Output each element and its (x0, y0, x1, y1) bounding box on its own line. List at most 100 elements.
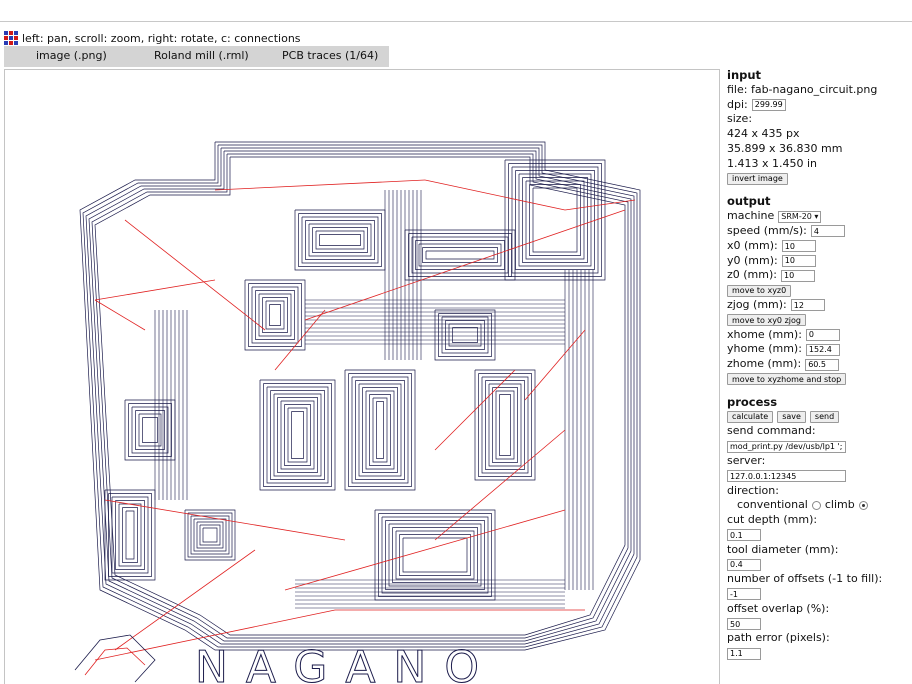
invert-image-button[interactable]: invert image (727, 172, 788, 185)
pad-offset (392, 527, 478, 583)
cut-depth-label: cut depth (mm): (727, 513, 818, 527)
pad-offset (124, 399, 176, 461)
pad-offset (495, 390, 515, 460)
offsets-input[interactable] (727, 588, 761, 601)
xhome-label: xhome (mm): (727, 327, 802, 341)
pad-offset (259, 379, 336, 491)
zjog-label: zjog (mm): (727, 297, 787, 311)
pad-offset (269, 304, 281, 326)
pad-offset (355, 380, 405, 480)
move-xy0-zjog-button[interactable]: move to xy0 zjog (727, 314, 806, 327)
pad-offset (277, 397, 318, 473)
send-button[interactable]: send (809, 410, 840, 423)
zjog-input[interactable] (790, 299, 825, 312)
save-button[interactable]: save (777, 410, 806, 423)
output-heading: output (727, 194, 771, 209)
board-outline-offset (82, 144, 638, 648)
connection-line (304, 209, 626, 321)
top-divider (0, 21, 912, 22)
climb-label: climb (824, 498, 855, 512)
board-outline-offset (94, 156, 626, 636)
pad-offset (104, 489, 156, 581)
xhome-input[interactable] (805, 328, 840, 341)
process-heading: process (727, 394, 778, 409)
cut-depth-input[interactable] (727, 529, 761, 542)
climb-radio[interactable] (858, 501, 868, 511)
connection-line (284, 509, 566, 591)
x0-input[interactable] (781, 240, 816, 253)
pad-offset (515, 170, 595, 270)
pad-offset (362, 387, 398, 473)
pad-offset (199, 524, 221, 546)
pad-offset (478, 373, 532, 477)
pad-offset (265, 300, 285, 330)
pad-offset (485, 380, 525, 470)
tool-diameter-input[interactable] (727, 558, 761, 571)
pad-offset (266, 386, 329, 484)
server-input[interactable] (727, 470, 846, 483)
connection-line (564, 199, 636, 211)
pad-offset (522, 177, 588, 263)
toolpath-viewer[interactable]: NAGANO (4, 69, 720, 684)
pad-offset (504, 159, 606, 281)
path-error-input[interactable] (727, 647, 761, 660)
pad-offset (411, 236, 509, 274)
z0-input[interactable] (781, 269, 815, 282)
conventional-radio[interactable] (811, 501, 821, 511)
connection-line (424, 179, 566, 211)
logo-curve (74, 634, 156, 683)
pad-offset (291, 411, 304, 459)
pad-offset (418, 243, 502, 267)
connection-line (94, 299, 146, 331)
send-command-input[interactable] (727, 440, 846, 453)
pad-offset (369, 394, 391, 466)
pad-offset (365, 390, 395, 470)
overlap-input[interactable] (727, 618, 761, 631)
pad-offset (118, 503, 142, 567)
server-label: server: (727, 453, 766, 467)
pad-offset (263, 383, 332, 487)
pad-offset (481, 376, 529, 474)
offsets-label: number of offsets (-1 to fill): (727, 572, 883, 586)
tab-image-png[interactable]: image (.png) (36, 49, 107, 62)
machine-label: machine (727, 209, 775, 223)
pad-offset (452, 327, 478, 343)
yhome-input[interactable] (805, 343, 840, 356)
dpi-input[interactable] (751, 98, 786, 111)
pad-offset (111, 496, 149, 574)
pad-offset (492, 387, 518, 463)
y0-input[interactable] (781, 254, 816, 267)
tab-roland-mill-rml[interactable]: Roland mill (.rml) (154, 49, 249, 62)
pad-offset (255, 290, 295, 340)
size-in: 1.413 x 1.450 in (727, 156, 818, 170)
pad-offset (532, 187, 578, 253)
move-xyz0-button[interactable]: move to xyz0 (727, 284, 792, 297)
send-command-label: send command: (727, 424, 816, 438)
connection-line (434, 369, 516, 451)
move-xyzhome-button[interactable]: move to xyzhome and stop (727, 373, 847, 386)
speed-input[interactable] (810, 225, 845, 238)
format-tabs: image (.png) Roland mill (.rml) PCB trac… (4, 46, 389, 67)
pad-offset (108, 493, 152, 577)
pad-offset (128, 403, 172, 457)
pad-offset (445, 320, 485, 350)
pad-offset (372, 397, 388, 463)
pad-offset (488, 383, 522, 467)
connection-line (434, 429, 566, 541)
overlap-label: offset overlap (%): (727, 601, 830, 615)
pad-offset (258, 293, 292, 337)
speed-label: speed (mm/s): (727, 223, 807, 237)
pad-offset (315, 230, 365, 250)
yhome-label: yhome (mm): (727, 342, 802, 356)
pad-offset (135, 410, 165, 450)
connection-line (94, 279, 216, 301)
machine-select[interactable]: SRM-20 ▾ (778, 210, 822, 223)
toolpath-canvas[interactable]: NAGANO (5, 70, 720, 684)
pad-offset (138, 413, 162, 447)
direction-label: direction: (727, 483, 779, 497)
hint-bar: left: pan, scroll: zoom, right: rotate, … (4, 30, 301, 46)
calculate-button[interactable]: calculate (727, 410, 774, 423)
pad-offset (434, 309, 496, 361)
zhome-input[interactable] (805, 358, 840, 371)
tab-pcb-traces[interactable]: PCB traces (1/64) (282, 49, 379, 62)
